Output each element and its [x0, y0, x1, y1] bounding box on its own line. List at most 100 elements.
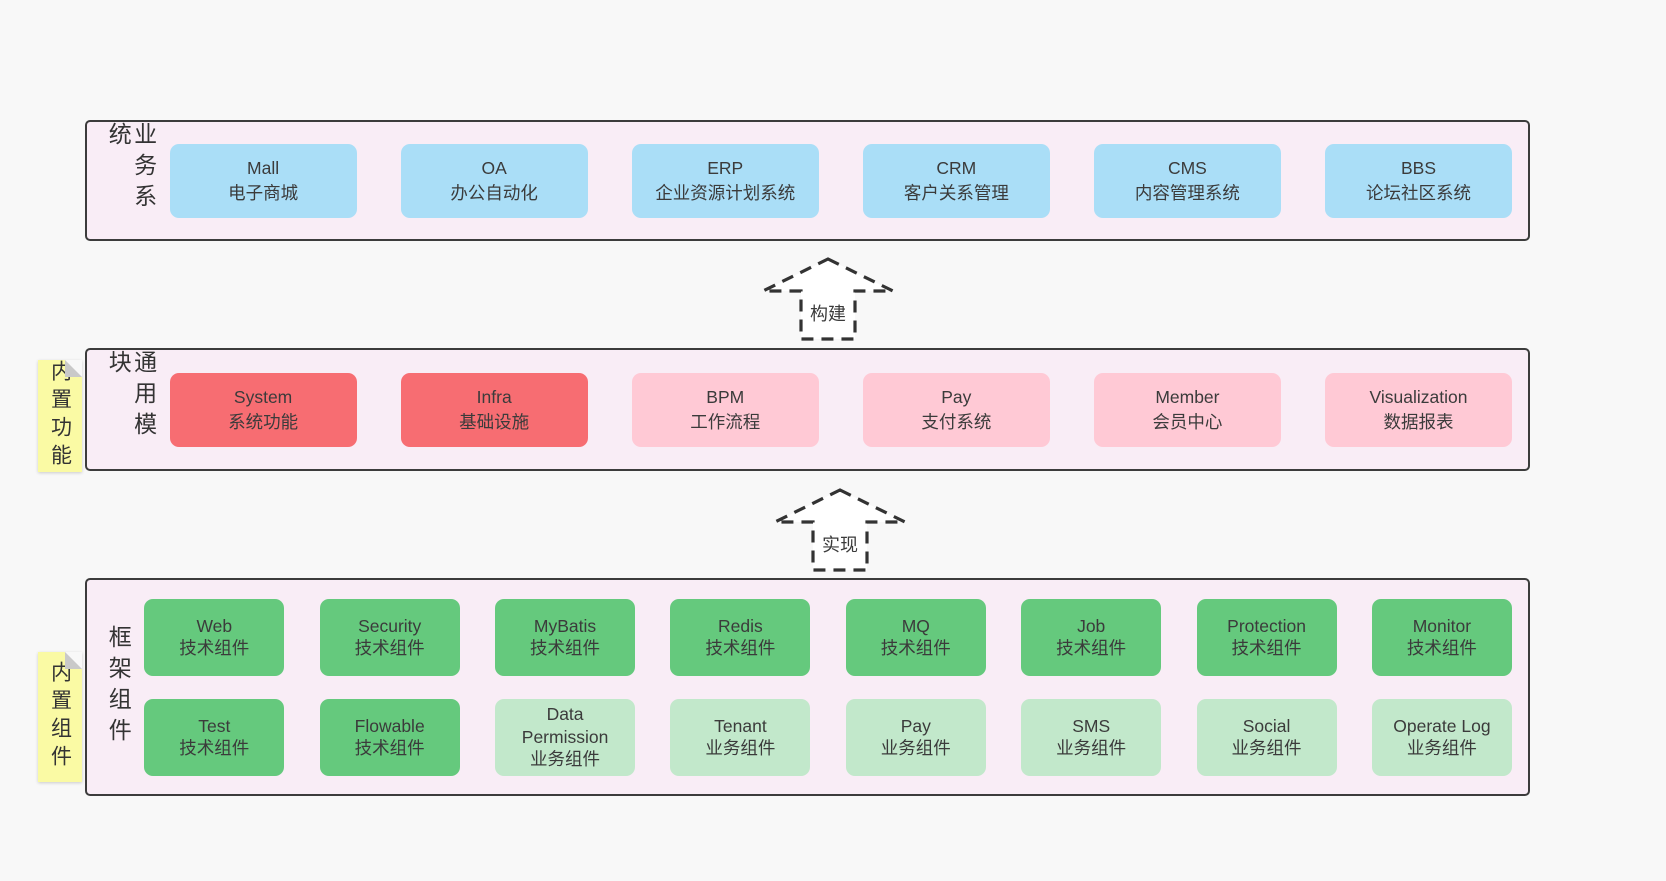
module-box-infra: Infra 基础设施: [400, 372, 588, 447]
business-box-crm: CRM 客户关系管理: [862, 143, 1050, 218]
block-arrow-up-icon: [774, 488, 906, 572]
component-box-security: Security 技术组件: [319, 598, 460, 676]
module-box-pay: Pay 支付系统: [862, 372, 1050, 447]
component-box-web: Web 技术组件: [144, 598, 285, 676]
implement-arrow: 实现: [772, 487, 908, 573]
component-box-redis: Redis 技术组件: [670, 598, 811, 676]
box-title: ERP: [707, 157, 744, 178]
box-title: Job: [1077, 615, 1106, 636]
business-box-bbs: BBS 论坛社区系统: [1324, 143, 1512, 218]
box-title: Security: [358, 615, 422, 636]
box-subtitle: 技术组件: [1231, 638, 1302, 658]
box-title: Visualization: [1369, 386, 1468, 407]
box-title: Flowable: [354, 715, 425, 736]
component-box-mq: MQ 技术组件: [845, 598, 986, 676]
component-box-mybatis: MyBatis 技术组件: [495, 598, 636, 676]
box-subtitle: 技术组件: [179, 738, 250, 758]
box-subtitle: 客户关系管理: [903, 182, 1009, 203]
box-title: SMS: [1072, 715, 1111, 736]
box-title: MyBatis: [533, 615, 597, 636]
module-box-visualization: Visualization 数据报表: [1324, 372, 1512, 447]
box-subtitle: 会员中心: [1152, 411, 1223, 432]
module-box-bpm: BPM 工作流程: [631, 372, 819, 447]
module-box-member: Member 会员中心: [1093, 372, 1281, 447]
box-subtitle: 电子商城: [228, 182, 299, 203]
business-boxes-row: Mall 电子商城 OA 办公自动化 ERP 企业资源计划系统 CRM 客户关系…: [169, 143, 1512, 218]
box-subtitle: 技术组件: [179, 638, 250, 658]
box-subtitle: 工作流程: [690, 411, 761, 432]
implement-arrow-label: 实现: [819, 531, 861, 557]
box-title: OA: [481, 157, 507, 178]
box-title: Social: [1242, 715, 1291, 736]
component-box-protection: Protection 技术组件: [1196, 598, 1337, 676]
component-boxes-row-2: Test 技术组件 Flowable 技术组件 Data Permission …: [144, 698, 1512, 776]
sticky-note-text: 内置组件: [48, 661, 72, 773]
box-title: MQ: [901, 615, 930, 636]
sticky-note-text: 内置功能: [48, 360, 72, 472]
layer-business-systems: 业务系统 Mall 电子商城 OA 办公自动化 ERP 企业资源计划系统 CRM…: [85, 120, 1530, 241]
box-title: Tenant: [714, 715, 767, 736]
box-subtitle: 支付系统: [921, 411, 992, 432]
box-subtitle: 业务组件: [530, 749, 601, 770]
component-box-data-permission: Data Permission 业务组件: [495, 698, 636, 776]
box-subtitle: 技术组件: [705, 638, 776, 658]
box-title: BPM: [706, 386, 745, 407]
box-title: Infra: [476, 386, 512, 407]
box-title: Redis: [718, 615, 763, 636]
component-box-test: Test 技术组件: [144, 698, 285, 776]
box-title: Pay: [941, 386, 972, 407]
box-subtitle: 内容管理系统: [1134, 182, 1240, 203]
box-title: Web: [196, 615, 233, 636]
box-subtitle: 业务组件: [1056, 738, 1127, 758]
box-subtitle: 业务组件: [880, 738, 951, 758]
build-arrow-label: 构建: [807, 300, 849, 326]
box-title: Test: [198, 715, 231, 736]
layer-label-business: 业务系统: [105, 122, 157, 215]
box-subtitle: 技术组件: [1056, 638, 1127, 658]
box-subtitle: 论坛社区系统: [1365, 182, 1471, 203]
box-subtitle: 技术组件: [354, 638, 425, 658]
component-box-flowable: Flowable 技术组件: [319, 698, 460, 776]
module-boxes-row: System 系统功能 Infra 基础设施 BPM 工作流程 Pay 支付系统…: [169, 372, 1512, 447]
box-title: Monitor: [1412, 615, 1472, 636]
box-subtitle: 数据报表: [1383, 411, 1454, 432]
component-boxes-grid: Web 技术组件 Security 技术组件 MyBatis 技术组件 Redi…: [144, 598, 1512, 776]
component-box-job: Job 技术组件: [1021, 598, 1162, 676]
box-subtitle: 企业资源计划系统: [655, 182, 796, 203]
box-subtitle: 业务组件: [1406, 738, 1477, 758]
box-title: CRM: [936, 157, 977, 178]
layer-label-modules: 通用模块: [105, 350, 157, 443]
box-title: Data Permission: [521, 704, 609, 747]
component-box-social: Social 业务组件: [1196, 698, 1337, 776]
box-subtitle: 业务组件: [705, 738, 776, 758]
layer-framework-components: 框架组件 Web 技术组件 Security 技术组件 MyBatis 技术组件…: [85, 578, 1530, 796]
layer-common-modules: 通用模块 System 系统功能 Infra 基础设施 BPM 工作流程 Pay…: [85, 348, 1530, 471]
business-box-oa: OA 办公自动化: [400, 143, 588, 218]
box-subtitle: 业务组件: [1231, 738, 1302, 758]
business-box-erp: ERP 企业资源计划系统: [631, 143, 819, 218]
box-title: BBS: [1400, 157, 1436, 178]
component-box-pay: Pay 业务组件: [845, 698, 986, 776]
box-subtitle: 系统功能: [228, 411, 299, 432]
box-subtitle: 技术组件: [880, 638, 951, 658]
sticky-note-built-in-components: 内置组件: [38, 652, 82, 782]
box-title: CMS: [1167, 157, 1207, 178]
block-arrow-up-icon: [762, 257, 894, 341]
component-box-tenant: Tenant 业务组件: [670, 698, 811, 776]
box-title: System: [233, 386, 293, 407]
box-title: Operate Log: [1393, 715, 1491, 736]
component-box-sms: SMS 业务组件: [1021, 698, 1162, 776]
box-subtitle: 技术组件: [354, 738, 425, 758]
business-box-cms: CMS 内容管理系统: [1093, 143, 1281, 218]
build-arrow: 构建: [760, 256, 896, 342]
layer-label-components: 框架组件: [105, 625, 132, 749]
component-boxes-row-1: Web 技术组件 Security 技术组件 MyBatis 技术组件 Redi…: [144, 598, 1512, 676]
sticky-note-built-in-functions: 内置功能: [38, 360, 82, 472]
module-box-system: System 系统功能: [169, 372, 357, 447]
component-box-monitor: Monitor 技术组件: [1371, 598, 1512, 676]
box-subtitle: 基础设施: [459, 411, 530, 432]
box-title: Member: [1155, 386, 1220, 407]
component-box-operate-log: Operate Log 业务组件: [1371, 698, 1512, 776]
box-title: Pay: [900, 715, 931, 736]
